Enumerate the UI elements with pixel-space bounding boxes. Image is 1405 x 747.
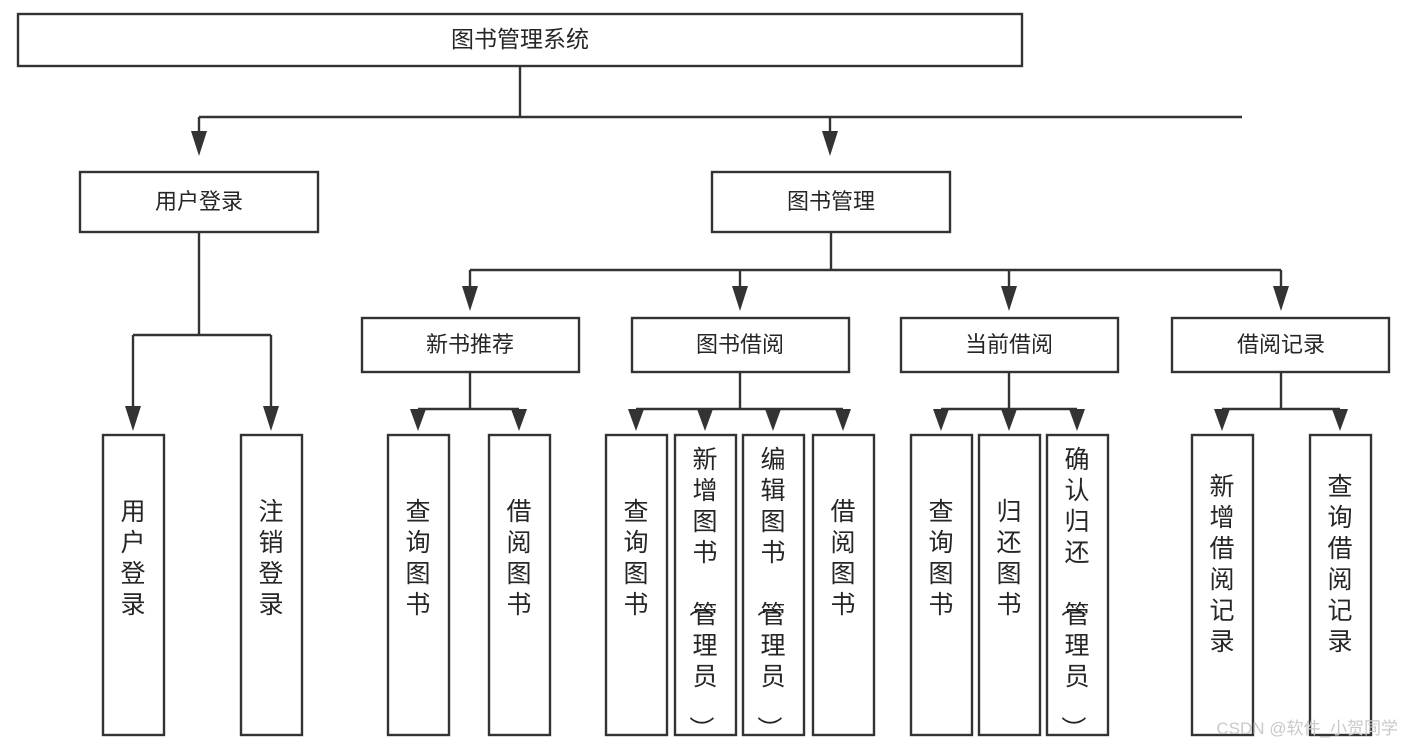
node-book-management-box[interactable] xyxy=(710,170,952,234)
connector-user-login-to-leaves xyxy=(125,232,279,431)
leaf-node[interactable]: 新增图书（管理员） xyxy=(673,433,738,741)
leaf-node[interactable]: 借阅图书 xyxy=(811,433,876,737)
leaf-node[interactable]: 查询图书 xyxy=(909,433,974,737)
connector-new-book-recommend-to-leaves xyxy=(410,372,527,431)
node-new-book-recommend[interactable]: 新书推荐 xyxy=(360,316,581,374)
connector-root-to-level1 xyxy=(191,66,1242,156)
leaf-return-book-label: 归还图书 xyxy=(996,498,1021,619)
leaf-node[interactable]: 归还图书 xyxy=(977,433,1042,737)
arrow-head-br-2 xyxy=(1332,409,1348,431)
node-current-borrow[interactable]: 当前借阅 xyxy=(899,316,1120,374)
node-borrow-record-box[interactable] xyxy=(1170,316,1391,374)
node-book-borrow-label: 图书借阅 xyxy=(696,332,784,357)
arrow-head-nbr-2 xyxy=(511,409,527,431)
leaf-node[interactable]: 注销登录 xyxy=(239,433,304,737)
leaf-user-login-box[interactable] xyxy=(101,433,166,737)
leaf-confirm-return-box[interactable] xyxy=(1045,433,1110,737)
node-current-borrow-box[interactable] xyxy=(899,316,1120,374)
leaf-query-book-3-box[interactable] xyxy=(909,433,974,737)
leaf-user-login-label: 用户登录 xyxy=(120,498,145,619)
csdn-watermark: CSDN @软件_小贺同学 xyxy=(1216,719,1398,738)
leaf-node[interactable]: 用户登录 xyxy=(101,433,166,737)
leaf-edit-book-label: 编辑图书（管理员） xyxy=(754,446,785,741)
leaf-borrow-book-1-label: 借阅图书 xyxy=(506,498,531,619)
node-book-borrow-box[interactable] xyxy=(630,316,851,374)
connector-book-borrow-to-leaves xyxy=(628,372,851,431)
node-user-login[interactable]: 用户登录 xyxy=(78,170,320,234)
arrow-head-leaf-logout xyxy=(263,406,279,431)
leaf-add-record-label: 新增借阅记录 xyxy=(1209,473,1234,656)
node-root[interactable]: 图书管理系统 xyxy=(16,12,1024,68)
leaf-node[interactable]: 查询图书 xyxy=(386,433,451,737)
leaf-add-book-label: 新增图书（管理员） xyxy=(686,446,717,741)
leaf-query-book-2-label: 查询图书 xyxy=(623,498,648,619)
node-root-label: 图书管理系统 xyxy=(451,26,589,52)
node-current-borrow-label: 当前借阅 xyxy=(965,332,1053,357)
connector-current-borrow-to-leaves xyxy=(933,372,1085,431)
leaf-query-book-2-box[interactable] xyxy=(604,433,669,737)
arrow-head-current-borrow xyxy=(1001,286,1017,311)
arrow-head-br-1 xyxy=(1214,409,1230,431)
leaf-borrow-book-2-box[interactable] xyxy=(811,433,876,737)
leaf-query-book-1-box[interactable] xyxy=(386,433,451,737)
node-user-login-label: 用户登录 xyxy=(155,189,243,214)
leaf-return-book-box[interactable] xyxy=(977,433,1042,737)
leaf-borrow-book-2-label: 借阅图书 xyxy=(830,498,855,619)
leaf-query-record-box[interactable] xyxy=(1308,433,1373,737)
leaf-edit-book-box[interactable] xyxy=(741,433,806,737)
arrow-head-borrow-record xyxy=(1273,286,1289,311)
leaf-node[interactable]: 借阅图书 xyxy=(487,433,552,737)
leaf-node[interactable]: 查询图书 xyxy=(604,433,669,737)
node-borrow-record[interactable]: 借阅记录 xyxy=(1170,316,1391,374)
arrow-head-bb-2 xyxy=(697,409,713,431)
arrow-head-leaf-user-login xyxy=(125,406,141,431)
arrow-head-cb-3 xyxy=(1069,409,1085,431)
leaf-borrow-book-1-box[interactable] xyxy=(487,433,552,737)
node-root-box[interactable] xyxy=(16,12,1024,68)
connector-borrow-record-to-leaves xyxy=(1214,372,1348,431)
leaf-confirm-return-label: 确认归还（管理员） xyxy=(1058,446,1089,741)
arrow-head-cb-1 xyxy=(933,409,949,431)
leaf-node[interactable]: 新增借阅记录 xyxy=(1190,433,1255,737)
leaf-query-book-3-label: 查询图书 xyxy=(928,498,953,619)
leaf-logout-login-label: 注销登录 xyxy=(258,498,283,619)
arrow-head-nbr-1 xyxy=(410,409,426,431)
leaf-add-book-box[interactable] xyxy=(673,433,738,737)
connector-book-management-to-level2 xyxy=(462,232,1289,311)
leaf-add-record-box[interactable] xyxy=(1190,433,1255,737)
node-book-management[interactable]: 图书管理 xyxy=(710,170,952,234)
arrow-head-book-management xyxy=(822,131,838,156)
node-book-borrow[interactable]: 图书借阅 xyxy=(630,316,851,374)
leaf-logout-login-box[interactable] xyxy=(239,433,304,737)
leaf-query-record-label: 查询借阅记录 xyxy=(1327,473,1352,656)
node-new-book-recommend-box[interactable] xyxy=(360,316,581,374)
leaf-node[interactable]: 确认归还（管理员） xyxy=(1045,433,1110,741)
arrow-head-book-borrow xyxy=(732,286,748,311)
arrow-head-user-login xyxy=(191,131,207,156)
node-book-management-label: 图书管理 xyxy=(787,189,875,214)
arrow-head-bb-4 xyxy=(835,409,851,431)
node-new-book-recommend-label: 新书推荐 xyxy=(426,332,514,357)
arrow-head-bb-1 xyxy=(628,409,644,431)
arrow-head-bb-3 xyxy=(765,409,781,431)
node-borrow-record-label: 借阅记录 xyxy=(1237,332,1325,357)
arrow-head-cb-2 xyxy=(1001,409,1017,431)
arrow-head-new-book-recommend xyxy=(462,286,478,311)
leaf-node[interactable]: 查询借阅记录 xyxy=(1308,433,1373,737)
leaf-query-book-1-label: 查询图书 xyxy=(405,498,430,619)
leaf-node[interactable]: 编辑图书（管理员） xyxy=(741,433,806,741)
